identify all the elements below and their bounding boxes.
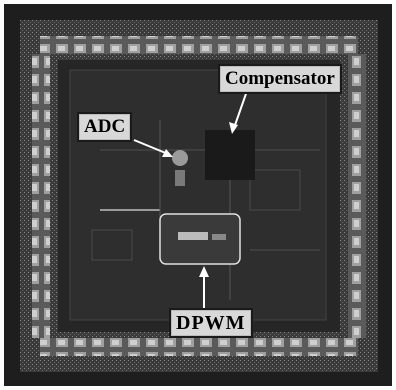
die-inner	[70, 70, 326, 320]
dpwm-core	[212, 234, 226, 240]
pad-ring-bottom	[40, 338, 358, 356]
dpwm-core	[178, 232, 208, 240]
pad-ring-left	[32, 54, 50, 338]
adc-block	[175, 170, 185, 186]
compensator-block	[205, 130, 255, 180]
pad-ring-top	[40, 36, 358, 54]
adc-block	[172, 150, 188, 166]
adc-label: ADC	[77, 112, 132, 142]
pad-ring-right	[348, 54, 366, 338]
dpwm-label: DPWM	[169, 308, 253, 338]
compensator-label: Compensator	[218, 64, 342, 94]
